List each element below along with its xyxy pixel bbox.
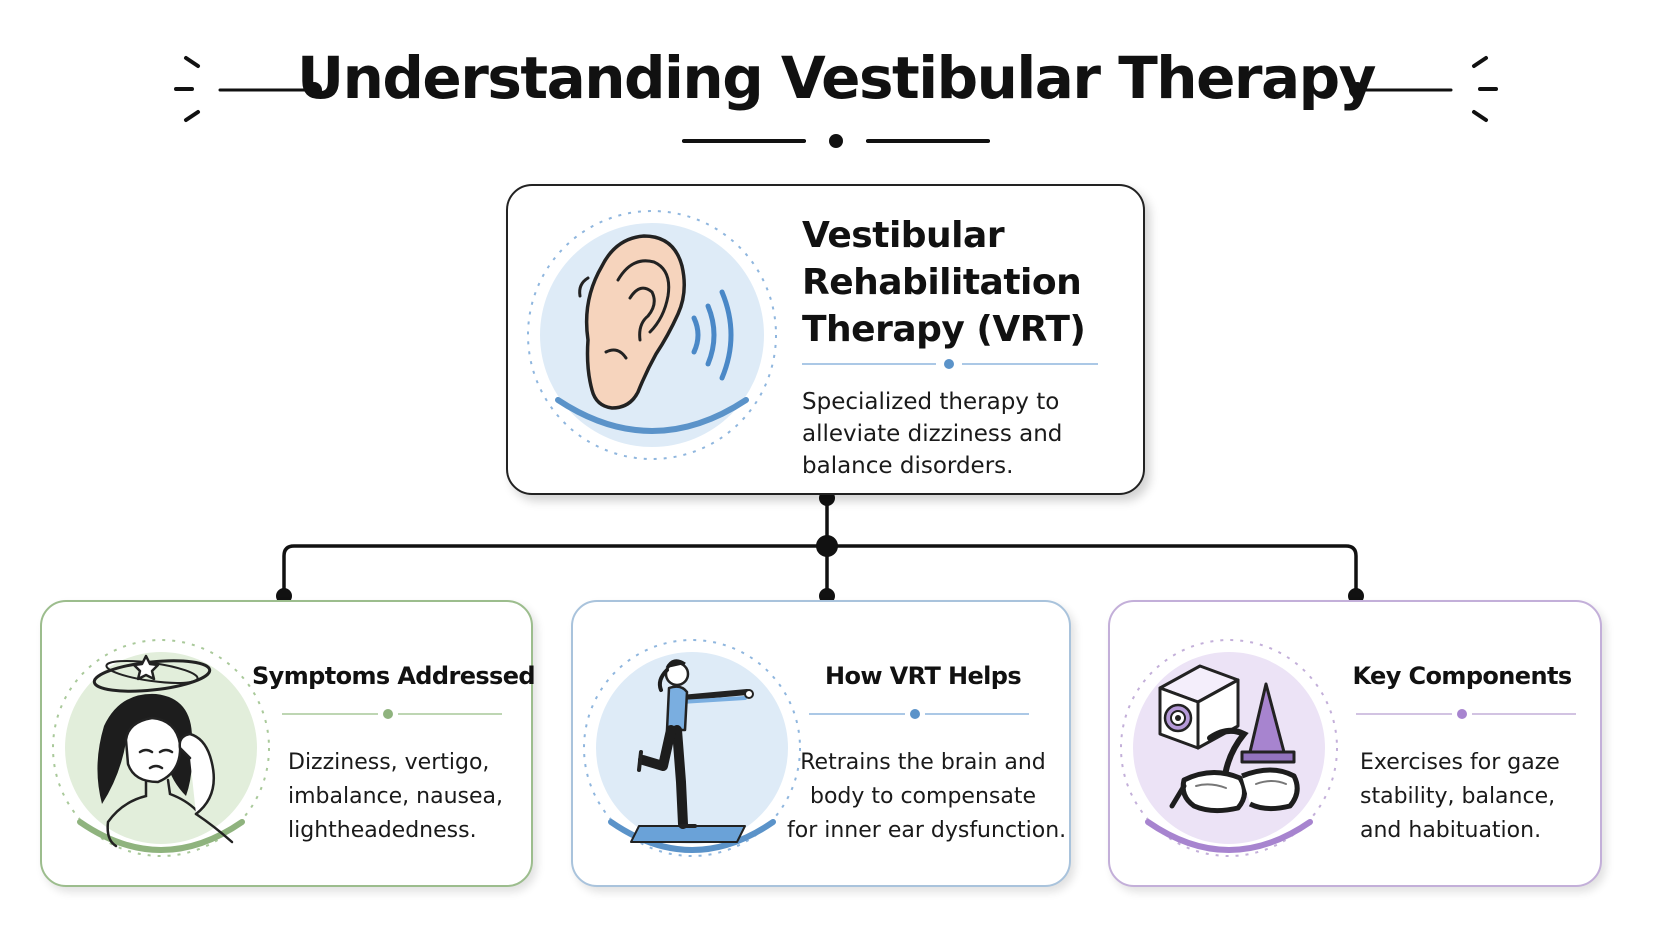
card-desc-line: Dizziness, vertigo, [288,750,490,775]
main-title-line: Vestibular [802,215,1005,256]
main-card-description: Specialized therapy to alleviate dizzine… [802,386,1132,482]
card-divider [282,709,502,719]
main-desc-line: Specialized therapy to [802,389,1060,415]
card-desc-line: lightheadedness. [288,818,477,843]
card-divider [809,709,1029,719]
card-title: Key Components [1352,662,1572,690]
card-desc-line: stability, balance, [1360,784,1556,809]
card-how-vrt-helps: How VRT Helps Retrains the brain and bod… [571,600,1071,887]
card-divider [1356,709,1576,719]
main-divider [802,359,1098,369]
main-desc-line: alleviate dizziness and [802,421,1063,447]
main-title-line: Therapy (VRT) [802,309,1086,350]
card-desc-line: for inner ear dysfunction. [787,818,1067,843]
card-desc-line: body to compensate [809,784,1036,809]
main-title-line: Rehabilitation [802,262,1082,303]
training-tools-icon [1120,639,1338,857]
balance-exercise-icon [583,639,801,857]
card-desc-line: Retrains the brain and [800,750,1046,775]
ear-icon [527,210,777,460]
card-description: Dizziness, vertigo, imbalance, nausea, l… [288,746,503,848]
main-card: Vestibular Rehabilitation Therapy (VRT) … [506,184,1145,495]
dizzy-person-icon [52,639,270,857]
card-key-components: Key Components Exercises for gaze stabil… [1108,600,1602,887]
card-desc-line: imbalance, nausea, [288,784,503,809]
card-desc-line: Exercises for gaze [1360,750,1560,775]
card-symptoms: Symptoms Addressed Dizziness, vertigo, i… [40,600,536,887]
card-title: Symptoms Addressed [252,662,536,690]
card-title: How VRT Helps [824,662,1022,690]
page-title: Understanding Vestibular Therapy [297,44,1377,112]
main-card-title: Vestibular Rehabilitation Therapy (VRT) [802,212,1132,353]
card-desc-line: and habituation. [1360,818,1542,843]
connector-node-center [816,535,838,557]
card-description: Retrains the brain and body to compensat… [787,746,1067,848]
card-description: Exercises for gaze stability, balance, a… [1360,746,1560,848]
main-desc-line: balance disorders. [802,453,1014,479]
